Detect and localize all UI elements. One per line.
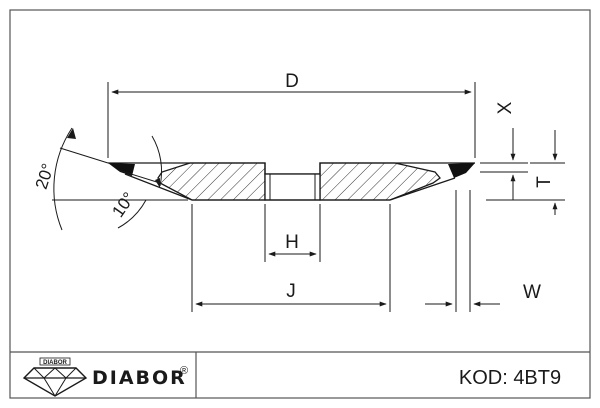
logo-caption: DIABOR bbox=[43, 360, 67, 366]
label-d: D bbox=[285, 71, 299, 92]
label-h: H bbox=[285, 232, 299, 253]
dimension-t: T bbox=[486, 130, 565, 215]
dimension-h: H bbox=[264, 204, 321, 262]
product-code: KOD: 4BT9 bbox=[459, 367, 561, 389]
angle-20: 20° bbox=[32, 127, 188, 231]
wheel-profile bbox=[108, 162, 475, 201]
dimension-x: X bbox=[480, 101, 528, 200]
dimension-j: J bbox=[191, 204, 391, 312]
label-w: W bbox=[523, 282, 541, 303]
body-section-right bbox=[319, 162, 441, 201]
body-section-left bbox=[157, 162, 266, 201]
registered-mark: ® bbox=[180, 365, 188, 377]
dimension-d: D bbox=[107, 71, 476, 158]
dimension-w: W bbox=[425, 190, 541, 312]
brand-name: DIABOR bbox=[92, 367, 187, 389]
taper-left-bottom bbox=[124, 173, 193, 201]
label-x: X bbox=[495, 101, 516, 114]
abrasive-rim-right bbox=[448, 163, 475, 178]
angle-10: 10° bbox=[108, 135, 163, 229]
label-j: J bbox=[286, 281, 296, 302]
diamond-icon: DIABOR bbox=[22, 357, 88, 397]
drawing-frame bbox=[9, 9, 591, 399]
taper-right-bottom bbox=[389, 177, 456, 201]
bore bbox=[264, 173, 321, 201]
label-t: T bbox=[534, 176, 555, 188]
